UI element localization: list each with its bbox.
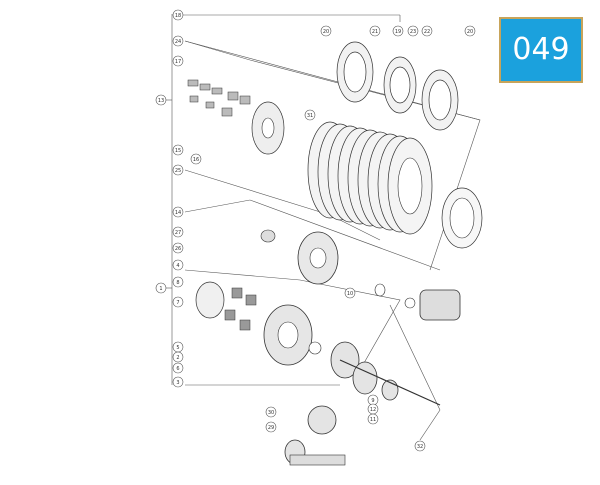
callout-labels: 18 24 17 13 15 16 25 14 27 26 4 8 1 7 5 … [158, 13, 473, 450]
callout-22: 22 [424, 29, 430, 35]
callout-2: 2 [176, 355, 179, 361]
callout-30: 30 [268, 410, 274, 416]
callout-7: 7 [176, 300, 179, 306]
callout-3: 3 [176, 380, 179, 386]
callout-32: 32 [417, 444, 423, 450]
callout-29: 29 [268, 425, 274, 431]
callout-18: 18 [175, 13, 181, 19]
callout-14: 14 [175, 210, 181, 216]
callout-8: 8 [176, 280, 179, 286]
callout-9: 9 [371, 398, 374, 404]
callout-20b: 20 [467, 29, 473, 35]
callout-17: 17 [175, 59, 181, 65]
clutch-plates [307, 121, 433, 235]
callout-19: 19 [395, 29, 401, 35]
diagram-code-badge: 049 [499, 17, 583, 83]
callout-11: 11 [370, 417, 376, 423]
callout-1: 1 [159, 286, 162, 292]
callout-5: 5 [176, 345, 179, 351]
callout-31: 31 [307, 113, 313, 119]
callout-12: 12 [370, 407, 376, 413]
callout-6: 6 [176, 366, 179, 372]
callout-20: 20 [323, 29, 329, 35]
callout-4: 4 [176, 263, 179, 269]
springs [187, 79, 251, 117]
callout-23: 23 [410, 29, 416, 35]
callout-16: 16 [193, 157, 199, 163]
callout-13: 13 [158, 98, 164, 104]
callout-markers [155, 9, 476, 452]
callout-27: 27 [175, 230, 181, 236]
top-rings [336, 41, 459, 131]
callout-24: 24 [175, 39, 181, 45]
callout-15: 15 [175, 148, 181, 154]
callout-21: 21 [372, 29, 378, 35]
callout-26: 26 [175, 246, 181, 252]
callout-10: 10 [347, 291, 353, 297]
callout-25: 25 [175, 168, 181, 174]
